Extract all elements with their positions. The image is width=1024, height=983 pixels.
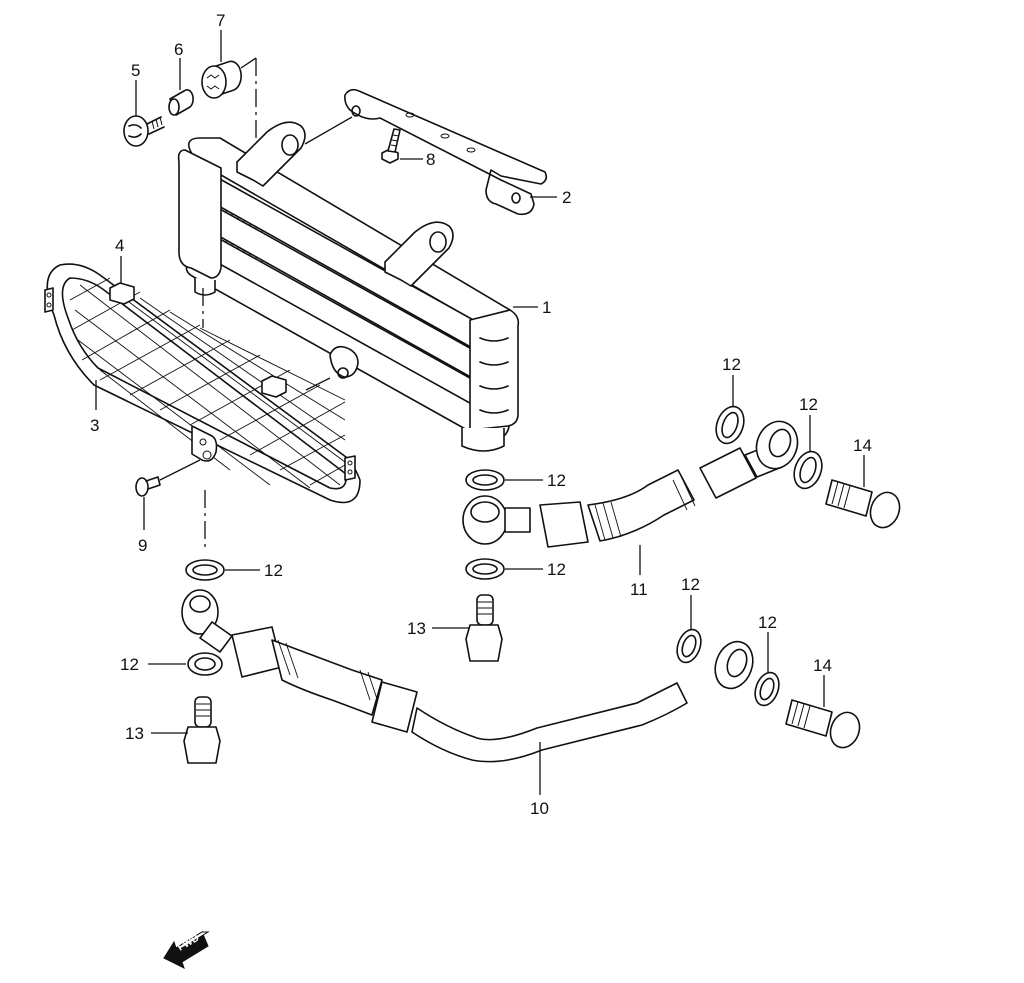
part-4-clip[interactable]: [109, 282, 287, 398]
callout-12c: 12: [547, 471, 566, 490]
part-3-guard[interactable]: [44, 263, 361, 504]
callout-12a: 12: [264, 561, 283, 580]
callout-14b: 14: [813, 656, 832, 675]
part-1-oil-cooler[interactable]: [177, 121, 520, 452]
washer-12-b: [187, 652, 223, 676]
callout-12g: 12: [681, 575, 700, 594]
part-8-bolt[interactable]: [381, 128, 401, 164]
callout-12h: 12: [758, 613, 777, 632]
callout-5: 5: [131, 61, 140, 80]
callout-4: 4: [115, 236, 124, 255]
washer-12-f: [793, 450, 823, 490]
washer-12-h: [754, 671, 780, 707]
callout-12d: 12: [547, 560, 566, 579]
callout-12b: 12: [120, 655, 139, 674]
part-9-screw[interactable]: [135, 476, 161, 497]
callout-1: 1: [542, 298, 551, 317]
part-14-union-bolt-b[interactable]: [785, 699, 864, 752]
washer-12-c: [465, 469, 505, 491]
washer-12-d: [465, 558, 505, 580]
part-7-grommet[interactable]: [201, 60, 242, 99]
part-13-union-bolt-b[interactable]: [183, 696, 221, 764]
callout-7: 7: [216, 11, 225, 30]
part-11-hose[interactable]: [462, 416, 804, 548]
washer-12-g: [676, 628, 702, 664]
callout-9: 9: [138, 536, 147, 555]
mesh-pattern: [69, 277, 346, 489]
part-10-hose[interactable]: [181, 589, 759, 763]
callout-6: 6: [174, 40, 183, 59]
part-2-bracket[interactable]: [344, 88, 548, 216]
part-5-bolt[interactable]: [123, 115, 165, 147]
washer-12-e: [715, 405, 745, 445]
washer-12-a: [185, 559, 225, 581]
callout-13a: 13: [407, 619, 426, 638]
callout-14a: 14: [853, 436, 872, 455]
callout-2: 2: [562, 188, 571, 207]
part-12-washers[interactable]: [185, 403, 827, 709]
callout-11: 11: [630, 580, 648, 599]
callout-13b: 13: [125, 724, 144, 743]
fwd-arrow-icon: FWD: [163, 931, 210, 969]
callout-12f: 12: [799, 395, 818, 414]
part-13-union-bolt-a[interactable]: [465, 594, 503, 662]
callout-8: 8: [426, 150, 435, 169]
callout-10: 10: [530, 799, 549, 818]
part-14-union-bolt-a[interactable]: [825, 479, 904, 532]
callout-12e: 12: [722, 355, 741, 374]
part-6-spacer[interactable]: [168, 89, 194, 116]
callout-3: 3: [90, 416, 99, 435]
